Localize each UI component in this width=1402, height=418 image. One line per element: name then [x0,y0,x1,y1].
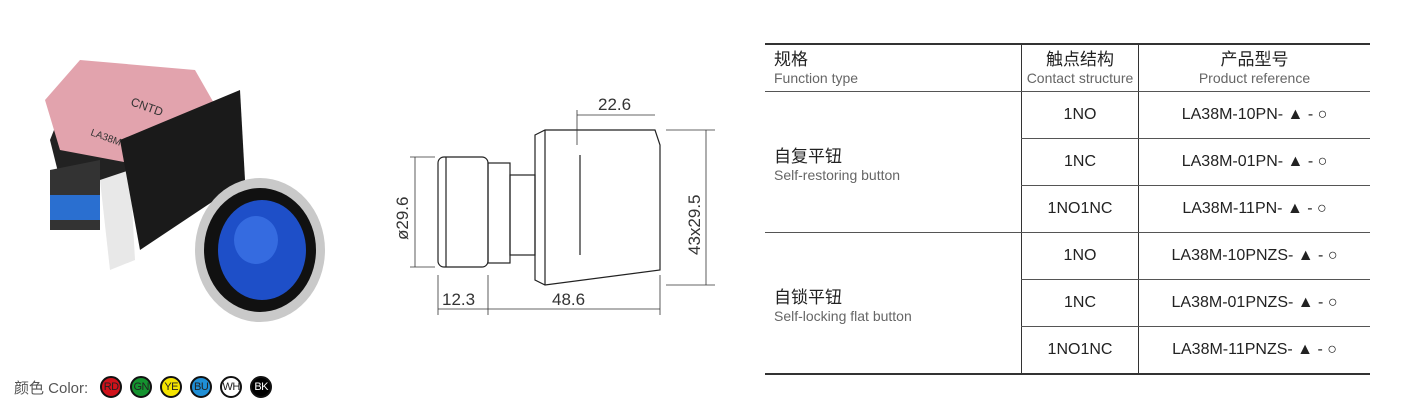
dim-diameter: ø29.6 [393,197,412,240]
header-cn: 产品型号 [1220,49,1289,69]
header-en: Contact structure [1026,69,1134,86]
product-photo: CNTD LA38M [45,60,325,322]
function-en: Self-restoring button [774,166,901,183]
color-label: 颜色 Color: [14,379,89,397]
function-en: Self-locking flat button [774,307,912,324]
header-en: Product reference [1198,69,1311,86]
header-en: Function type [774,69,859,86]
reference-cell: LA38M-01PNZS- ▲ - ○ [1138,279,1370,327]
contact-cell: 1NO [1021,232,1139,280]
color-options: 颜色 Color: RD GN YE BU WH BK [14,376,273,398]
color-wh: WH [220,376,243,398]
dim-body: 48.6 [552,290,585,309]
contact-cell: 1NO [1021,91,1139,139]
dim-height: 43x29.5 [685,195,704,256]
reference-cell: LA38M-10PN- ▲ - ○ [1138,91,1370,139]
dim-front: 12.3 [442,290,475,309]
function-cn: 自复平钮 [774,146,842,166]
reference-cell: LA38M-10PNZS- ▲ - ○ [1138,232,1370,280]
header-cn: 规格 [774,49,808,69]
color-rd: RD [100,376,123,398]
reference-cell: LA38M-11PNZS- ▲ - ○ [1138,326,1370,375]
color-bu: BU [190,376,213,398]
contact-cell: 1NO1NC [1021,326,1139,375]
header-cn: 触点结构 [1046,49,1114,69]
contact-cell: 1NC [1021,279,1139,327]
dimension-drawing: 22.6 ø29.6 43x29.5 12.3 48.6 [393,95,715,315]
function-cn: 自锁平钮 [774,287,842,307]
contact-cell: 1NO1NC [1021,185,1139,233]
reference-cell: LA38M-01PN- ▲ - ○ [1138,138,1370,186]
reference-cell: LA38M-11PN- ▲ - ○ [1138,185,1370,233]
color-ye: YE [160,376,183,398]
dim-top-width: 22.6 [598,95,631,114]
color-bk: BK [250,376,273,398]
color-gn: GN [130,376,153,398]
contact-cell: 1NC [1021,138,1139,186]
